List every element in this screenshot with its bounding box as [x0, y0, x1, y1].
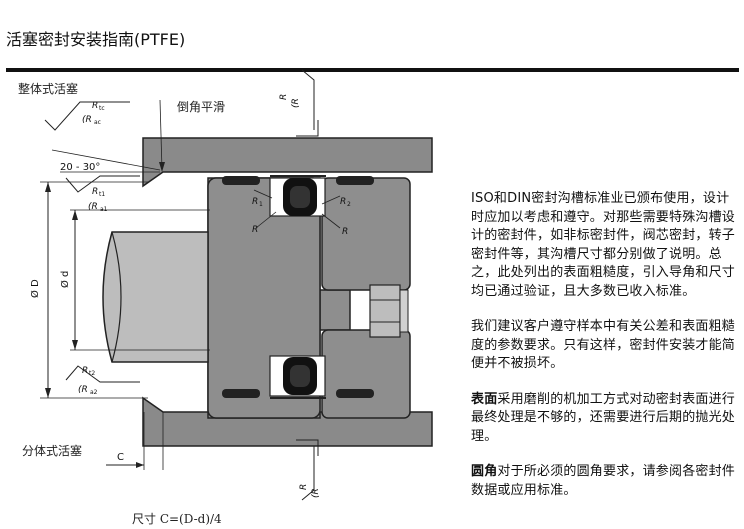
surface-heading: 表面 [471, 391, 498, 407]
roughness-rt3-bottom-label: R [299, 484, 309, 490]
angle-label: 20 - 30° [60, 162, 100, 173]
radius-r2b-label: R [342, 227, 348, 237]
radius-r1b-label: R [252, 225, 258, 235]
title-rule [6, 68, 739, 72]
o-ring-bottom-inner [290, 365, 310, 387]
roughness-ra3-top-label: (R [291, 98, 301, 108]
svg-text:a1: a1 [100, 206, 108, 213]
fillet-heading: 圆角 [471, 464, 498, 479]
page-title: 活塞密封安装指南(PTFE) [6, 30, 186, 49]
roughness-rt2-label: R [82, 366, 88, 376]
roughness-rt1-label: R [92, 187, 98, 197]
piston-rod [102, 231, 209, 363]
paragraph-standards: ISO和DIN密封沟槽标准业已颁布使用，设计时应加以考虑和遵守。对那些需要特殊沟… [471, 191, 736, 299]
piston-right-block [321, 177, 411, 291]
split-piston-label: 分体式活塞 [22, 444, 83, 458]
roughness-rtc-label: R [92, 101, 98, 111]
radius-r1-label: R [252, 197, 258, 207]
radius-r2-label: R [340, 197, 346, 207]
cylinder-wall-top [142, 137, 433, 188]
piston-nut [369, 284, 401, 338]
guide-ring-top-left [222, 176, 260, 185]
guide-ring-bottom-left [222, 389, 260, 398]
chamfer-smooth-label: 倒角平滑 [177, 100, 226, 114]
roughness-rac-label: (R [82, 115, 92, 125]
size-formula-label: 尺寸 C=(D-d)/4 [132, 512, 222, 526]
roughness-ra2-label: (R [78, 385, 88, 395]
svg-text:tc: tc [99, 105, 105, 112]
roughness-ra3-bottom-label: (R [311, 488, 321, 498]
paragraph-tolerance: 我们建议客户遵守样本中有关公差和表面粗糙度的参数要求。只有这样，密封件安装才能简… [471, 319, 736, 371]
piston-right-block-lower [321, 329, 411, 419]
cylinder-wall-bottom [142, 396, 433, 447]
instruction-text: ISO和DIN密封沟槽标准业已颁布使用，设计时应加以考虑和遵守。对那些需要特殊沟… [471, 190, 741, 517]
roughness-rt3-top-label: R [279, 94, 289, 100]
svg-text:1: 1 [259, 201, 263, 208]
svg-text:t1: t1 [99, 191, 105, 198]
o-ring-top-inner [290, 186, 310, 208]
svg-text:2: 2 [347, 201, 351, 208]
guide-ring-bottom-right [336, 389, 374, 398]
svg-text:ac: ac [94, 119, 101, 126]
od-dimension-label: Ø D [29, 279, 41, 298]
paragraph-fillet: 圆角对于所必须的圆角要求，请参阅各密封件数据或应用标准。 [471, 464, 736, 498]
svg-text:t2: t2 [89, 370, 95, 377]
paragraph-surface: 表面采用磨削的机加工方式对动密封表面进行最终处理是不够的，还需要进行后期的抛光处… [471, 391, 736, 444]
svg-text:a2: a2 [90, 389, 98, 396]
roughness-ra1-label: (R [88, 202, 98, 212]
guide-ring-top-right [336, 176, 374, 185]
d-dimension-label: Ø d [59, 271, 71, 288]
integral-piston-label: 整体式活塞 [18, 82, 79, 96]
c-dimension-label: C [117, 452, 124, 463]
